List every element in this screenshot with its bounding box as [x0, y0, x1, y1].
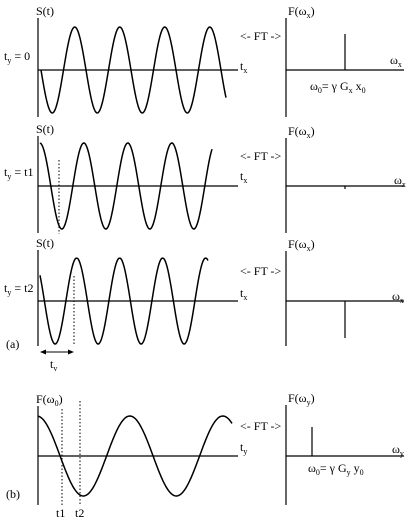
- row2-ft-arrow: <- FT ->: [240, 149, 282, 163]
- row1-ty-label: ty = 0: [4, 49, 30, 65]
- panel-b-omega-axis-label: ωy: [392, 442, 404, 458]
- panel-a-label: (a): [6, 337, 19, 351]
- row2-ty-label: ty = t1: [4, 165, 33, 181]
- row1-signal-wave: [40, 26, 227, 114]
- row2-x-axis-label: tx: [240, 169, 247, 185]
- row3-x-axis-label: tx: [240, 286, 247, 302]
- row1-signal-label: S(t): [36, 4, 54, 18]
- row2-freq-label: F(ωx): [288, 124, 315, 140]
- row-1: S(t) ty = 0 tx <- FT -> F(ωx) ωx ω0= γ G…: [4, 4, 404, 117]
- tv-double-arrow: [40, 349, 74, 355]
- row2-signal-wave: [39, 142, 213, 230]
- row3-omega-axis-label: ωx: [392, 289, 404, 305]
- row1-omega-axis-label: ωx: [390, 53, 402, 69]
- panel-b-x-axis-label: ty: [240, 440, 247, 456]
- panel-b: F(ω0) ty t1 t2 <- FT -> F(ωy) ωy ω0= γ G…: [6, 391, 404, 520]
- row1-ft-arrow: <- FT ->: [240, 29, 282, 43]
- row2-signal-label: S(t): [36, 122, 54, 136]
- panel-b-freq-label: F(ωy): [288, 391, 315, 407]
- row1-omega0-label: ω0= γ Gx x0: [310, 79, 366, 95]
- row-3: S(t) ty = t2 tx <- FT -> F(ωx) ωx (a) tv: [4, 236, 404, 373]
- panel-b-ft-arrow: <- FT ->: [240, 419, 282, 433]
- row3-ft-arrow: <- FT ->: [240, 264, 282, 278]
- panel-b-signal-wave: [37, 415, 233, 497]
- row1-x-axis-label: tx: [240, 59, 247, 75]
- row2-omega-axis-label: ωx: [394, 173, 406, 189]
- row1-freq-label: F(ωx): [288, 4, 315, 20]
- row3-signal-wave: [39, 257, 209, 345]
- panel-b-t1-label: t1: [56, 506, 65, 520]
- row3-ty-label: ty = t2: [4, 281, 33, 297]
- panel-b-signal-label: F(ω0): [36, 392, 63, 408]
- row-2: S(t) ty = t1 tx <- FT -> F(ωx) ωx: [4, 122, 406, 234]
- panel-b-label: (b): [6, 487, 20, 501]
- row3-signal-label: S(t): [36, 236, 54, 250]
- tv-label: tv: [50, 357, 57, 373]
- row3-freq-label: F(ωx): [288, 237, 315, 253]
- panel-b-omega0-label: ω0= γ Gy y0: [308, 461, 364, 477]
- panel-b-t2-label: t2: [75, 506, 84, 520]
